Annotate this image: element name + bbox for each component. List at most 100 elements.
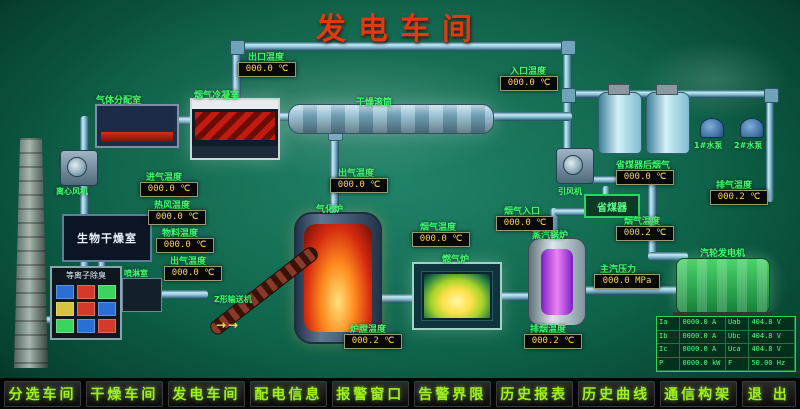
flue-right-label: 烟气温度	[624, 217, 661, 227]
page-title: 发电车间	[316, 12, 484, 47]
nav-alarm-limits[interactable]: 告警界限	[413, 380, 491, 407]
nav-exit-button[interactable]: 退 出	[741, 380, 797, 407]
fan-impeller	[563, 155, 583, 175]
water-pump-1[interactable]	[700, 118, 724, 138]
table-cell: 0000.0 A	[680, 330, 726, 344]
drum-label: 干燥滚筒	[356, 98, 393, 108]
outlet-left-readout: 000.0 ℃	[164, 266, 222, 281]
chimney	[14, 138, 48, 368]
furnace-flue-label: 烟气温度	[420, 223, 457, 233]
bio-drying-room[interactable]: 生物干燥室	[62, 214, 152, 262]
boiler-core	[541, 249, 573, 315]
pipe-joint	[764, 88, 779, 103]
nav-comm-framework[interactable]: 通信构架	[659, 380, 737, 407]
pipe-furnace-boiler	[494, 292, 532, 301]
gasifier-bottom-readout: 000.2 ℃	[344, 334, 402, 349]
outlet-left-label: 出气温度	[170, 257, 207, 267]
turbine-generator[interactable]	[673, 258, 773, 320]
steam-pressure-readout: 000.0 MPa	[594, 274, 660, 289]
pipe-left-column	[80, 116, 89, 302]
table-cell: F	[725, 357, 750, 371]
tank-cap	[608, 84, 630, 95]
water-tank-1[interactable]	[598, 92, 642, 154]
table-cell: 0000.0 A	[680, 344, 726, 358]
flue-gas-condenser[interactable]	[190, 98, 280, 160]
flue-right-readout: 000.2 ℃	[616, 226, 674, 241]
centrifugal-fan[interactable]	[60, 150, 98, 186]
intake-left-label: 进气温度	[146, 173, 183, 183]
table-cell: 404.8 V	[749, 330, 795, 344]
table-cell: 50.00 Hz	[749, 357, 795, 371]
gasifier-flame	[304, 224, 372, 332]
pipe-right-edge	[766, 90, 774, 202]
heater-band	[101, 132, 173, 142]
pipe-drum-right	[488, 112, 572, 121]
condenser-top	[192, 100, 278, 109]
pipe-joint	[561, 88, 576, 103]
gas-furnace[interactable]	[412, 262, 502, 330]
steam-boiler-label: 蒸汽锅炉	[532, 231, 569, 241]
pipe-boiler-econ	[554, 208, 608, 216]
outlet-mid-readout: 000.0 ℃	[330, 178, 388, 193]
induced-draft-fan[interactable]	[556, 148, 594, 184]
pipe-dist-condenser	[170, 116, 194, 125]
gasifier-bottom-label: 炉膛温度	[350, 325, 387, 335]
pipe-chimney	[42, 316, 56, 324]
furnace-flame	[424, 274, 490, 318]
pipe-turbine-top	[648, 252, 688, 261]
table-cell: 0000.0 A	[680, 317, 726, 331]
pipe-right-mid	[648, 176, 657, 260]
material-label: 物料温度	[162, 229, 199, 239]
steam-boiler[interactable]	[528, 238, 586, 326]
water-pump-2[interactable]	[740, 118, 764, 138]
flue-inlet-readout: 000.0 ℃	[496, 216, 554, 231]
steam-pressure-label: 主汽压力	[600, 265, 637, 275]
nav-history-report[interactable]: 历史报表	[495, 380, 573, 407]
nav-alarm-window[interactable]: 报警窗口	[331, 380, 409, 407]
flue-inlet-label: 烟气入口	[504, 207, 541, 217]
table-cell: Uab	[725, 317, 750, 331]
condenser-base	[192, 146, 278, 158]
gasifier-label: 气化炉	[316, 205, 344, 215]
pipe-right-riser	[563, 42, 572, 164]
gasifier[interactable]	[294, 212, 382, 344]
conveyor-arrows: →→	[216, 318, 241, 332]
nav-history-curve[interactable]: 历史曲线	[577, 380, 655, 407]
gas-distribution-label: 气体分配室	[96, 96, 142, 106]
spray-room[interactable]	[122, 278, 162, 312]
plasma-deodorizer[interactable]: 等离子除臭	[50, 266, 122, 340]
bottom-nav-bar: 分选车间 干燥车间 发电车间 配电信息 报警窗口 告警界限 历史报表 历史曲线 …	[0, 378, 800, 409]
nav-sorting-workshop[interactable]: 分选车间	[4, 380, 81, 407]
water-tank-2[interactable]	[646, 92, 690, 154]
gas-distribution-chamber[interactable]	[95, 104, 179, 148]
centrifugal-fan-label: 离心风机	[56, 187, 88, 196]
plasma-cells	[52, 281, 120, 337]
tank-cap	[656, 84, 678, 95]
after-econ-label: 省煤器后烟气	[616, 161, 671, 171]
table-cell: P	[657, 357, 681, 371]
intake-left-readout: 000.0 ℃	[140, 182, 198, 197]
hot-air-label: 热风温度	[154, 201, 191, 211]
spray-label: 喷淋室	[124, 269, 148, 278]
table-cell: Ib	[657, 330, 681, 344]
drying-drum[interactable]	[288, 104, 494, 134]
boiler-bottom-label: 排烟温度	[530, 325, 567, 335]
table-cell: Ia	[657, 317, 681, 331]
pipe-bio-plasma	[98, 256, 106, 270]
boiler-bottom-readout: 000.2 ℃	[524, 334, 582, 349]
outlet-top-readout: 000.0 ℃	[238, 62, 296, 77]
pipe-joint	[230, 40, 245, 55]
nav-power-workshop[interactable]: 发电车间	[167, 380, 245, 407]
conveyor-label: Z形输送机	[214, 295, 252, 304]
inlet-top-label: 入口温度	[510, 67, 547, 77]
exhaust-right-label: 排气温度	[716, 181, 753, 191]
nav-power-distribution-info[interactable]: 配电信息	[249, 380, 327, 407]
economizer[interactable]: 省煤器	[584, 194, 640, 218]
table-cell: 404.8 V	[749, 317, 795, 331]
nav-drying-workshop[interactable]: 干燥车间	[85, 380, 163, 407]
generator-data-table: Ia 0000.0 A Uab 404.8 V Ib 0000.0 A Ubc …	[656, 316, 796, 372]
turbine-label: 汽轮发电机	[700, 249, 746, 259]
inlet-top-readout: 000.0 ℃	[500, 76, 558, 91]
condenser-coils	[195, 112, 275, 140]
